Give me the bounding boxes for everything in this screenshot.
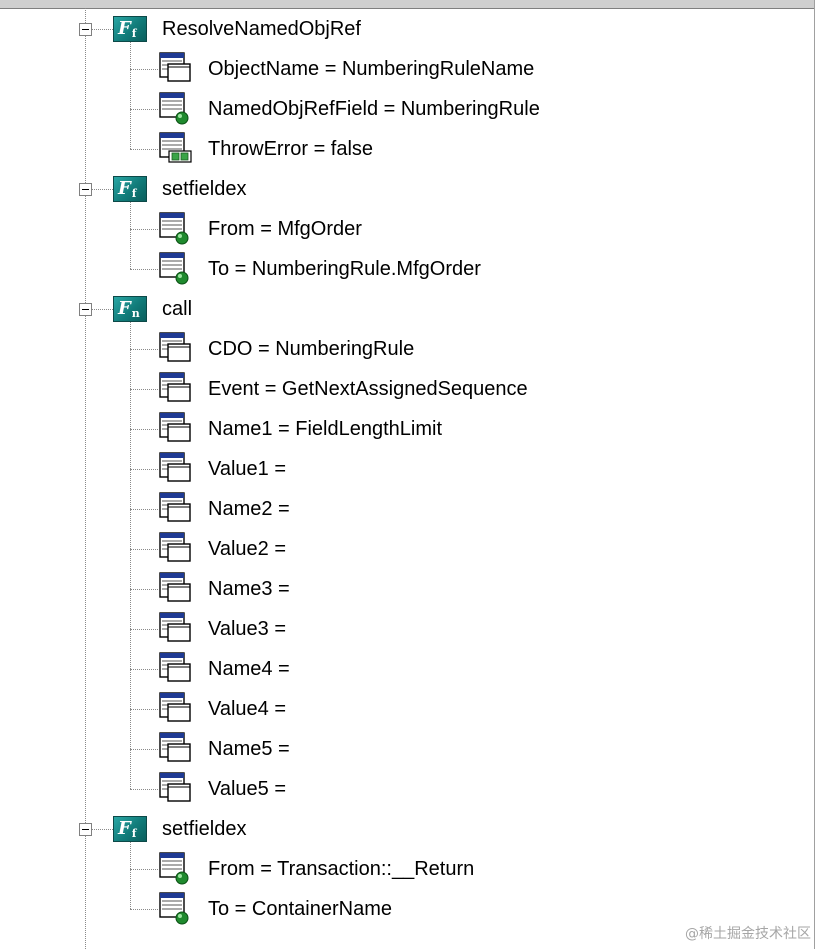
collapse-toggle[interactable]: [79, 23, 92, 36]
collapse-toggle[interactable]: [79, 823, 92, 836]
table-param-icon: [158, 52, 192, 86]
parameter-node-label[interactable]: Value4 =: [208, 698, 287, 720]
tree-connector: [130, 42, 131, 149]
function-node-label[interactable]: setfieldex: [162, 818, 247, 840]
parameter-node-label[interactable]: Name4 =: [208, 658, 290, 680]
parameter-node-label[interactable]: Value3 =: [208, 618, 287, 640]
tree-connector: [130, 629, 158, 630]
parameter-node-label[interactable]: Name3 =: [208, 578, 290, 600]
tree-connector: [130, 229, 158, 230]
field-param-icon: [158, 852, 192, 886]
function-node-label[interactable]: call: [162, 298, 193, 320]
function-node-label[interactable]: setfieldex: [162, 178, 247, 200]
field-param-icon: [158, 212, 192, 246]
window-top-border: [0, 0, 819, 9]
collapse-toggle[interactable]: [79, 303, 92, 316]
parameter-node-label[interactable]: Name1 = FieldLengthLimit: [208, 418, 443, 440]
function-icon: Ff: [113, 16, 147, 42]
table-param-icon: [158, 692, 192, 726]
table-param-icon: [158, 372, 192, 406]
table-param-icon: [158, 572, 192, 606]
tree-connector: [130, 109, 158, 110]
bool-param-icon: [158, 132, 192, 166]
tree-connector: [85, 829, 113, 830]
tree-connector: [130, 269, 158, 270]
tree-connector: [130, 669, 158, 670]
function-icon: Ff: [113, 816, 147, 842]
tree-connector: [130, 349, 158, 350]
field-param-icon: [158, 892, 192, 926]
parameter-node-label[interactable]: From = MfgOrder: [208, 218, 362, 240]
parameter-node-label[interactable]: Value5 =: [208, 778, 287, 800]
tree-connector: [130, 589, 158, 590]
tree-connector: [130, 509, 158, 510]
table-param-icon: [158, 732, 192, 766]
parameter-node-label[interactable]: CDO = NumberingRule: [208, 338, 415, 360]
parameter-node-label[interactable]: ThrowError = false: [208, 138, 374, 160]
parameter-node-label[interactable]: From = Transaction::__Return: [208, 858, 475, 880]
table-param-icon: [158, 532, 192, 566]
field-param-icon: [158, 92, 192, 126]
call-function-icon: Fn: [113, 296, 147, 322]
parameter-node-label[interactable]: To = NumberingRule.MfgOrder: [208, 258, 481, 280]
watermark: @稀土掘金技术社区: [685, 926, 811, 942]
tree-connector: [85, 189, 113, 190]
field-param-icon: [158, 252, 192, 286]
tree-connector: [130, 322, 131, 789]
table-param-icon: [158, 492, 192, 526]
tree-connector: [130, 842, 131, 909]
tree-connector: [130, 709, 158, 710]
tree-connector: [130, 469, 158, 470]
table-param-icon: [158, 612, 192, 646]
table-param-icon: [158, 412, 192, 446]
scrollbar-edge: [814, 0, 819, 949]
tree-connector: [130, 389, 158, 390]
parameter-node-label[interactable]: Value1 =: [208, 458, 287, 480]
tree-connector: [85, 8, 86, 949]
parameter-node-label[interactable]: ObjectName = NumberingRuleName: [208, 58, 535, 80]
tree-connector: [130, 429, 158, 430]
function-icon: Ff: [113, 176, 147, 202]
tree-connector: [130, 202, 131, 269]
collapse-toggle[interactable]: [79, 183, 92, 196]
function-node-label[interactable]: ResolveNamedObjRef: [162, 18, 361, 40]
table-param-icon: [158, 332, 192, 366]
parameter-node-label[interactable]: Name2 =: [208, 498, 290, 520]
tree-connector: [130, 69, 158, 70]
tree-connector: [130, 909, 158, 910]
tree-connector: [130, 749, 158, 750]
tree-connector: [130, 789, 158, 790]
parameter-node-label[interactable]: Name5 =: [208, 738, 290, 760]
table-param-icon: [158, 652, 192, 686]
tree-connector: [130, 869, 158, 870]
tree-connector: [130, 149, 158, 150]
tree-connector: [85, 29, 113, 30]
parameter-node-label[interactable]: NamedObjRefField = NumberingRule: [208, 98, 540, 120]
table-param-icon: [158, 452, 192, 486]
tree-connector: [130, 549, 158, 550]
parameter-node-label[interactable]: Value2 =: [208, 538, 287, 560]
parameter-node-label[interactable]: To = ContainerName: [208, 898, 392, 920]
tree-connector: [85, 309, 113, 310]
parameter-node-label[interactable]: Event = GetNextAssignedSequence: [208, 378, 528, 400]
table-param-icon: [158, 772, 192, 806]
